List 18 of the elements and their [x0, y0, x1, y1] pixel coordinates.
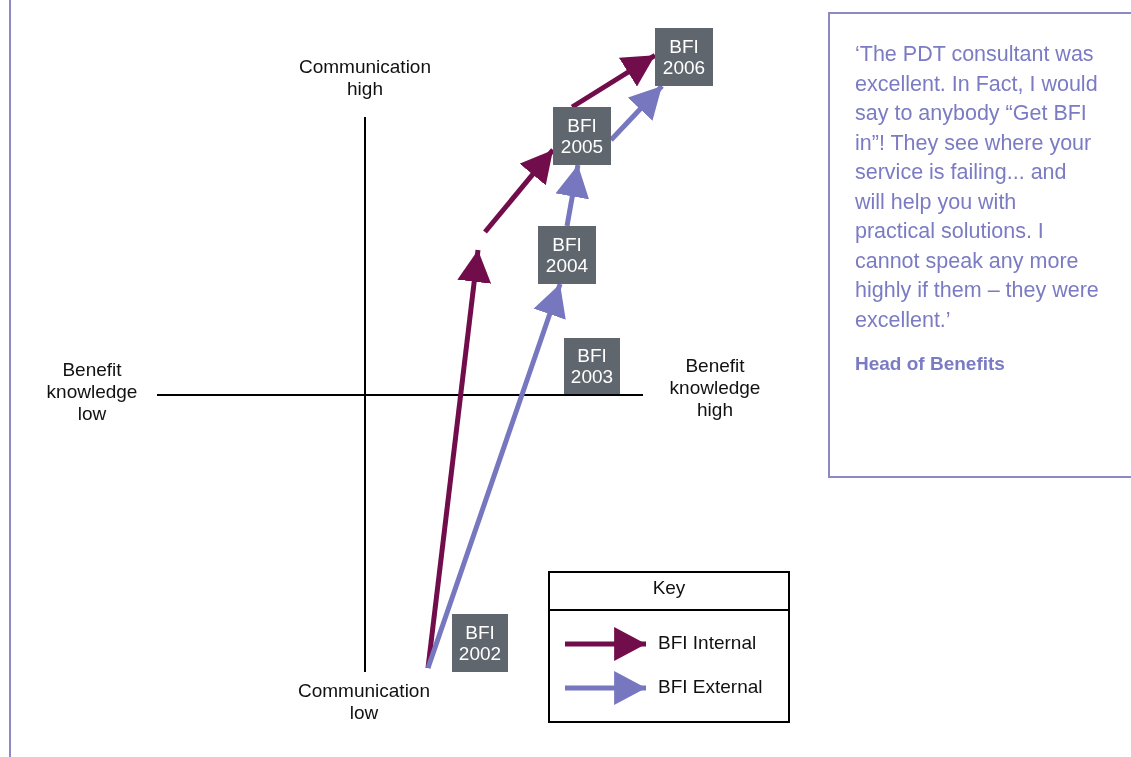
year-box: BFI 2002 [452, 614, 508, 672]
quote-text: ‘The PDT consultant was excellent. In Fact, I would say to anybody “Get BFI in”! They see where your service is failing... and will help you with practical solutions. I cannot speak any more highly if them – they were excellent.’ [855, 41, 1100, 334]
legend-title: Key [651, 577, 687, 599]
axis-label: Communication low [297, 680, 431, 724]
legend-label: BFI Internal [658, 632, 757, 654]
year-box: BFI 2004 [538, 226, 596, 284]
axis-label: Benefit knowledge high [668, 355, 762, 421]
axis-label: Communication high [298, 56, 432, 100]
year-box: BFI 2006 [655, 28, 713, 86]
arrow [570, 53, 657, 110]
legend-label: BFI External [658, 676, 763, 698]
year-box: BFI 2003 [564, 338, 620, 394]
axis-label: Benefit knowledge low [45, 359, 139, 425]
arrow [425, 283, 566, 669]
year-box: BFI 2005 [553, 107, 611, 165]
arrow [425, 148, 555, 669]
quote-attribution: Head of Benefits [855, 352, 1006, 376]
quote-panel [828, 12, 1131, 478]
